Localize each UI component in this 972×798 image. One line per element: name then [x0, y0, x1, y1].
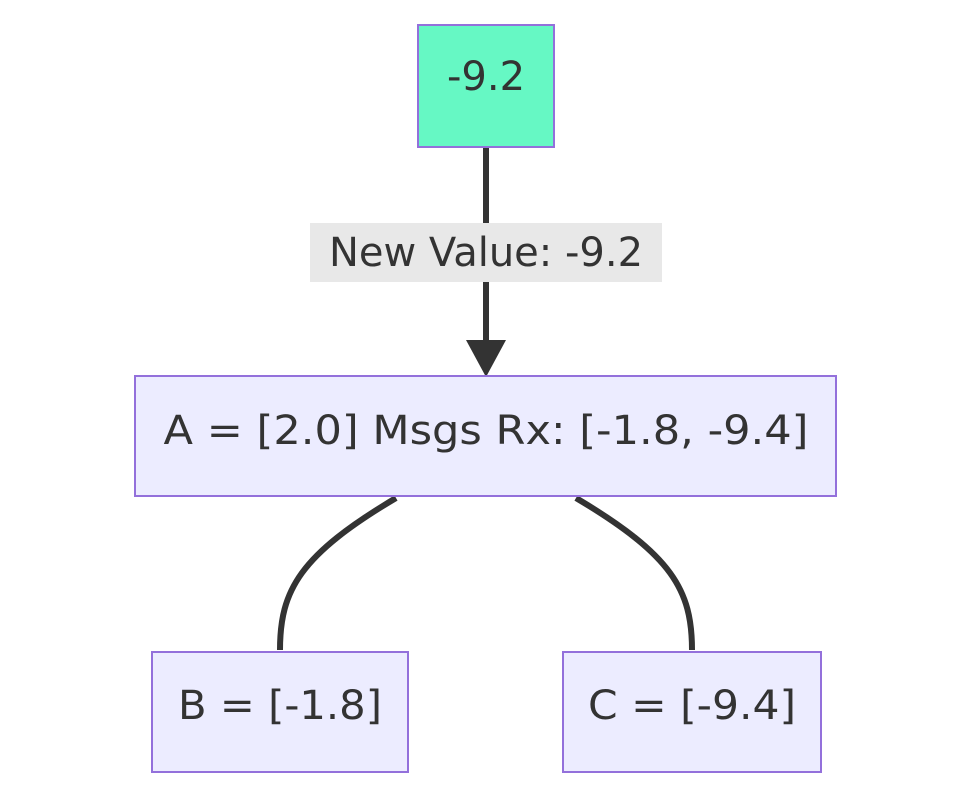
node-root-box [417, 24, 555, 148]
node-a: A = [2.0] Msgs Rx: [-1.8, -9.4] [134, 375, 837, 497]
node-root: -9.2 [417, 24, 555, 148]
node-c-label: C = [-9.4] [588, 683, 796, 729]
node-c-box [562, 651, 822, 773]
edge-label-text: New Value: -9.2 [329, 230, 643, 276]
node-root-label: -9.2 [447, 54, 525, 100]
edge-label-background [310, 223, 662, 282]
node-a-label: A = [2.0] Msgs Rx: [-1.8, -9.4] [164, 408, 809, 454]
edge-a-to-b [277, 495, 398, 651]
arrowhead-icon [466, 340, 506, 377]
node-b-box [151, 651, 409, 773]
node-b: B = [-1.8] [151, 651, 409, 773]
node-c: C = [-9.4] [562, 651, 822, 773]
edge-a-to-c [574, 495, 695, 651]
node-b-label: B = [-1.8] [178, 683, 382, 729]
node-a-box [134, 375, 837, 497]
edge-label-root-to-a: New Value: -9.2 [310, 223, 662, 282]
